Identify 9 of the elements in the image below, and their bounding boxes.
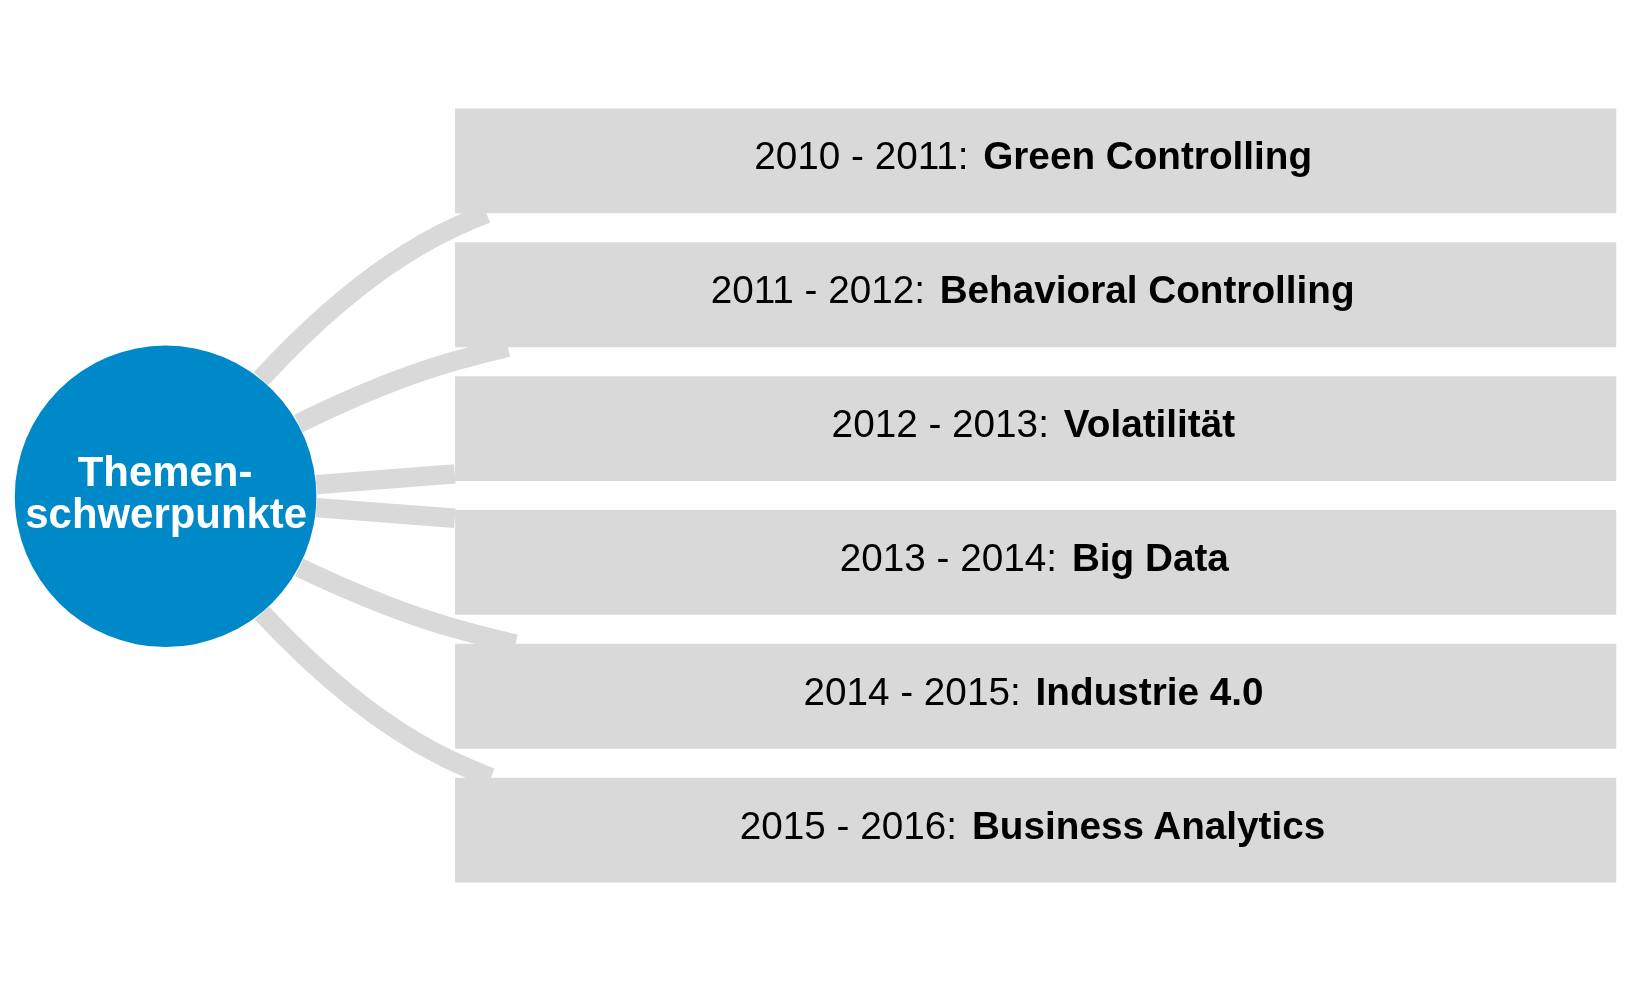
node-box: 2014 - 2015: Industrie 4.0: [455, 643, 1617, 749]
node-box: 2010 - 2011: Green Controlling: [455, 107, 1617, 213]
node-box: 2015 - 2016: Business Analytics: [455, 777, 1617, 883]
connector: [315, 497, 456, 528]
node-circle: Themen- schwerpunkte: [14, 345, 317, 647]
node-box: 2012 - 2013: Volatilität: [455, 375, 1617, 481]
node-box: 2013 - 2014: Big Data: [455, 509, 1617, 615]
connector: [315, 463, 456, 494]
node-box: 2011 - 2012: Behavioral Controlling: [455, 241, 1617, 347]
